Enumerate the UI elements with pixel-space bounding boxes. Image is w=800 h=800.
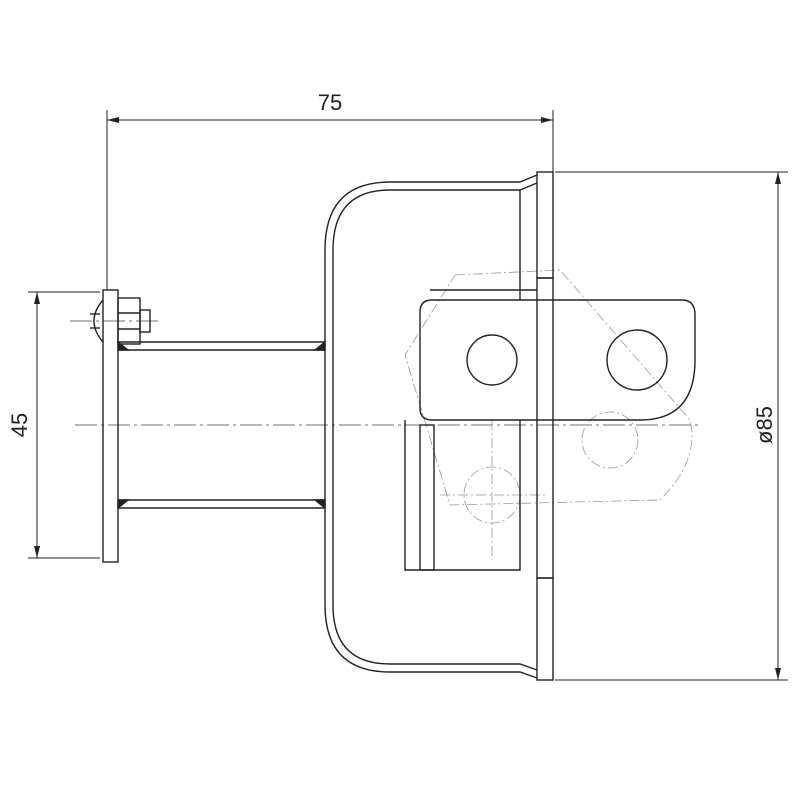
- housing: [324, 174, 538, 679]
- dimension-label-length: 75: [318, 90, 342, 115]
- pin-section: [466, 334, 518, 386]
- housing-flange-section: [419, 171, 554, 681]
- mounting-plate: [102, 289, 119, 563]
- dimension-diameter-85: ø85: [555, 171, 788, 681]
- dimension-label-diameter: ø85: [752, 406, 777, 444]
- dimension-45: 45: [7, 291, 100, 559]
- bracket: [419, 289, 696, 421]
- phantom-bracket: [404, 269, 693, 560]
- dimension-75: 75: [106, 90, 554, 290]
- tube: [117, 340, 326, 510]
- dimension-label-flange: 45: [7, 413, 32, 437]
- bracket-hole: [606, 329, 668, 391]
- bolt-nut: [90, 297, 151, 345]
